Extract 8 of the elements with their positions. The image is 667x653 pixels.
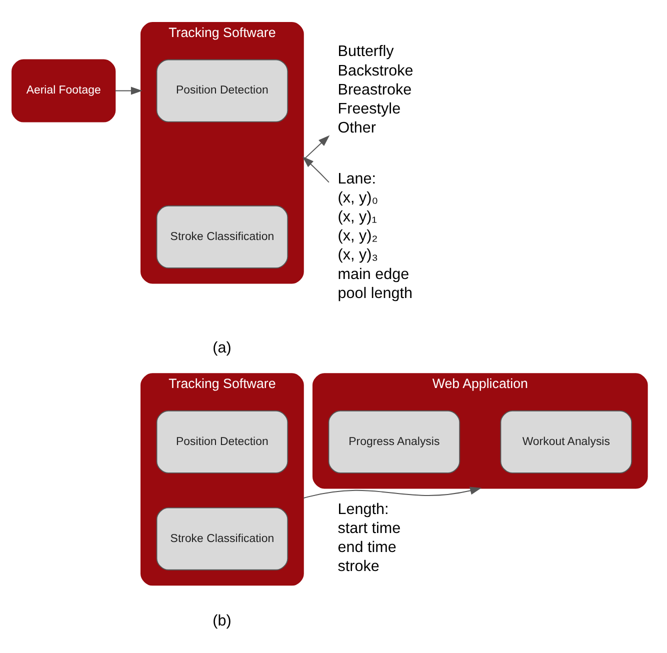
label: start time [338, 519, 401, 536]
node-text: Lane: (x, y)₀ (x, y)₁ (x, y)₂ (x, y)₃ main edge pool length [338, 170, 412, 302]
label: stroke [338, 558, 380, 575]
label: end time [338, 538, 396, 556]
node-text: Butterfly Backstroke Breastroke Freestyle Other [338, 42, 414, 136]
label: (a) [212, 338, 232, 356]
label: Length: [338, 500, 389, 518]
label: (b) [212, 612, 232, 630]
